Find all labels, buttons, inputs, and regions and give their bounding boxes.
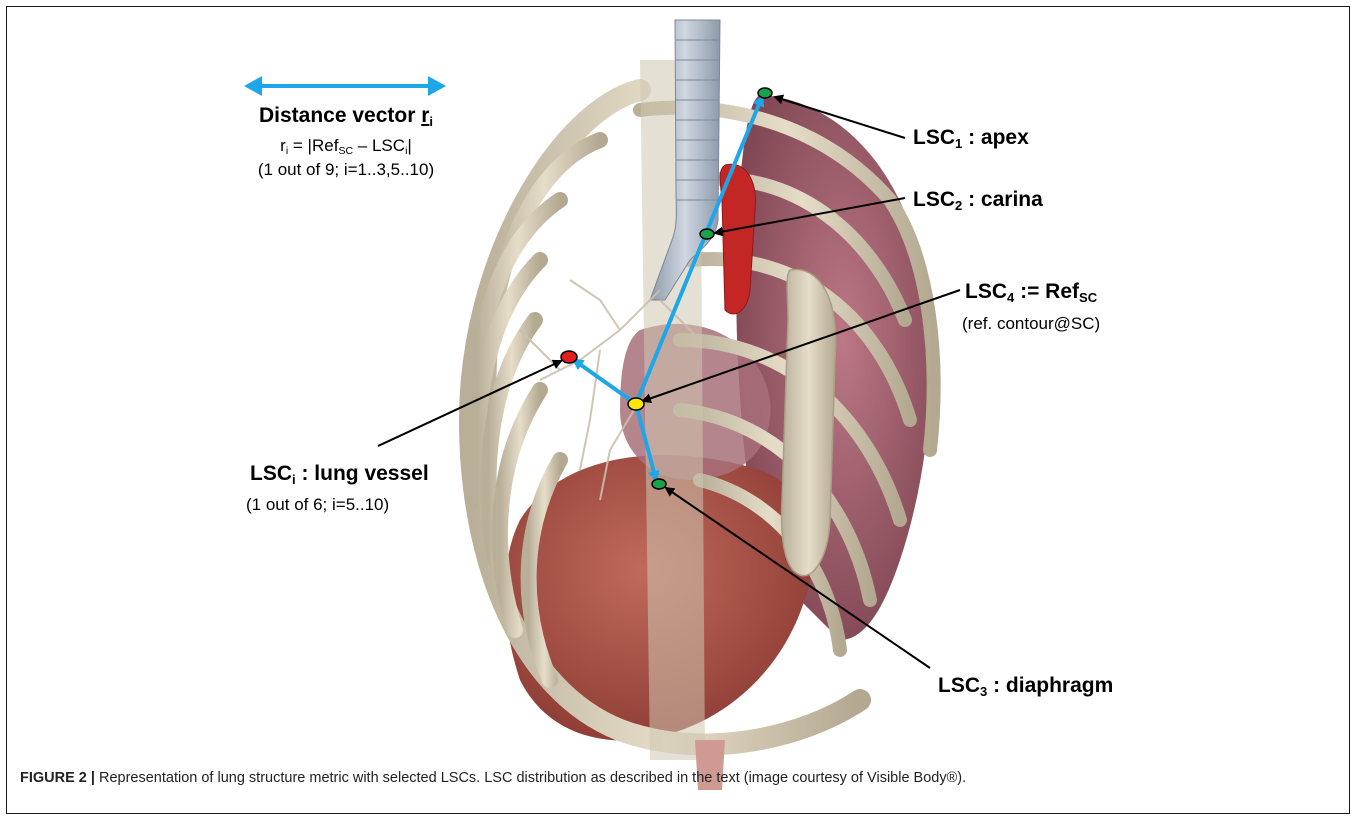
point-carina	[700, 229, 714, 239]
figure-caption: FIGURE 2 | Representation of lung struct…	[20, 770, 1340, 786]
point-ref	[628, 398, 644, 410]
label-apex: LSC1 : apex	[913, 126, 1029, 150]
legend-double-arrow	[244, 76, 446, 96]
point-apex	[758, 88, 772, 98]
label-carina: LSC2 : carina	[913, 188, 1043, 212]
caption-text: Representation of lung structure metric …	[95, 770, 966, 786]
legend-note: (1 out of 9; i=1..3,5..10)	[216, 160, 476, 180]
legend-formula: ri = |RefSC – LSCi|	[226, 136, 466, 156]
label-ref-note: (ref. contour@SC)	[962, 314, 1100, 334]
legend-title: Distance vector ri	[246, 104, 446, 128]
caption-label: FIGURE 2 |	[20, 770, 95, 786]
point-diaphragm	[652, 479, 666, 489]
label-vessel-note: (1 out of 6; i=5..10)	[246, 495, 389, 515]
label-ref: LSC4 := RefSC	[965, 280, 1097, 304]
label-vessel: LSCi : lung vessel	[250, 462, 429, 486]
label-diaphragm: LSC3 : diaphragm	[938, 674, 1113, 698]
sternum	[782, 270, 836, 576]
point-vessel	[561, 351, 577, 363]
